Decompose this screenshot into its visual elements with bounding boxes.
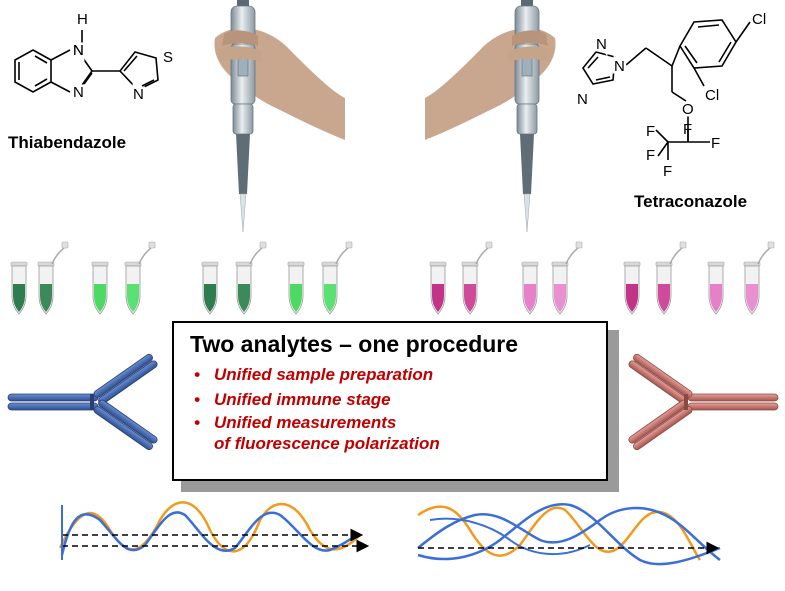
antibody-blue-icon — [7, 352, 160, 452]
bullet-item: • Unified sample preparation — [190, 364, 590, 385]
svg-text:N: N — [73, 42, 84, 59]
bullet-dot: • — [194, 390, 200, 409]
bullet-item: • Unified measurements — [190, 412, 590, 433]
test-tube-icon — [521, 261, 539, 315]
atom-n: N — [73, 42, 84, 59]
atom-f: F — [683, 121, 692, 138]
svg-text:N: N — [73, 84, 84, 101]
test-tube-icon — [201, 261, 219, 315]
bullet-text: Unified immune stage — [214, 390, 391, 409]
atom-o: O — [682, 101, 694, 118]
atom-n: N — [73, 84, 84, 101]
test-tube-icon — [124, 241, 156, 315]
atom-f: F — [711, 135, 720, 152]
bullet-text: Unified sample preparation — [214, 365, 434, 384]
tube-row-green — [10, 241, 353, 315]
svg-text:S: S — [163, 49, 173, 66]
atom-f: F — [646, 123, 655, 140]
thiabendazole-structure — [14, 30, 159, 93]
atom-n: N — [596, 36, 607, 53]
atom-f: F — [663, 163, 672, 180]
svg-text:N: N — [577, 91, 588, 108]
atom-h: H — [77, 11, 88, 28]
bullet-text: Unified measurements — [214, 413, 397, 432]
test-tube-icon — [37, 241, 69, 315]
test-tube-icon — [655, 241, 687, 315]
bullet-dot: • — [194, 413, 200, 432]
svg-text:N: N — [133, 86, 144, 103]
test-tube-icon — [461, 241, 493, 315]
left-hand-pipette-icon — [214, 0, 345, 233]
atom-f: F — [646, 147, 655, 164]
tube-row-pink — [429, 241, 775, 315]
test-tube-icon — [743, 241, 775, 315]
test-tube-icon — [10, 261, 28, 315]
test-tube-icon — [429, 261, 447, 315]
tetraconazole-label: Tetraconazole — [634, 192, 748, 211]
test-tube-icon — [551, 241, 583, 315]
test-tube-icon — [321, 241, 353, 315]
atom-s: S — [163, 49, 173, 66]
test-tube-icon — [91, 261, 109, 315]
tetraconazole-structure — [582, 19, 751, 160]
svg-text:N: N — [596, 36, 607, 53]
atom-n: N — [577, 91, 588, 108]
svg-text:O: O — [682, 101, 694, 118]
tetraconazole-atoms: N N N N N N Cl Cl O O F F F F F — [575, 11, 767, 180]
bullet-continuation: of fluorescence polarization — [190, 433, 590, 454]
bullet-dot: • — [194, 365, 200, 384]
antibody-red-icon — [626, 352, 779, 452]
test-tube-icon — [287, 261, 305, 315]
test-tube-icon — [235, 241, 267, 315]
thiabendazole-atoms: H N N N N S S N N — [71, 11, 176, 106]
thiabendazole-label: Thiabendazole — [8, 133, 127, 152]
bullet-item: • Unified immune stage — [190, 389, 590, 410]
bullet-text: of fluorescence polarization — [214, 434, 440, 453]
atom-n: N — [133, 86, 144, 103]
atom-cl: Cl — [705, 87, 719, 104]
polarized-wave-right-icon — [417, 502, 721, 566]
panel-title: Two analytes – one procedure — [190, 331, 519, 357]
atom-cl: Cl — [752, 11, 766, 28]
polarized-wave-left-icon — [58, 501, 370, 560]
summary-panel: Two analytes – one procedure • Unified s… — [172, 321, 608, 481]
atom-n: N — [614, 58, 625, 75]
test-tube-icon — [707, 261, 725, 315]
test-tube-icon — [623, 261, 641, 315]
svg-text:N: N — [614, 58, 625, 75]
right-hand-pipette-icon — [425, 0, 556, 233]
